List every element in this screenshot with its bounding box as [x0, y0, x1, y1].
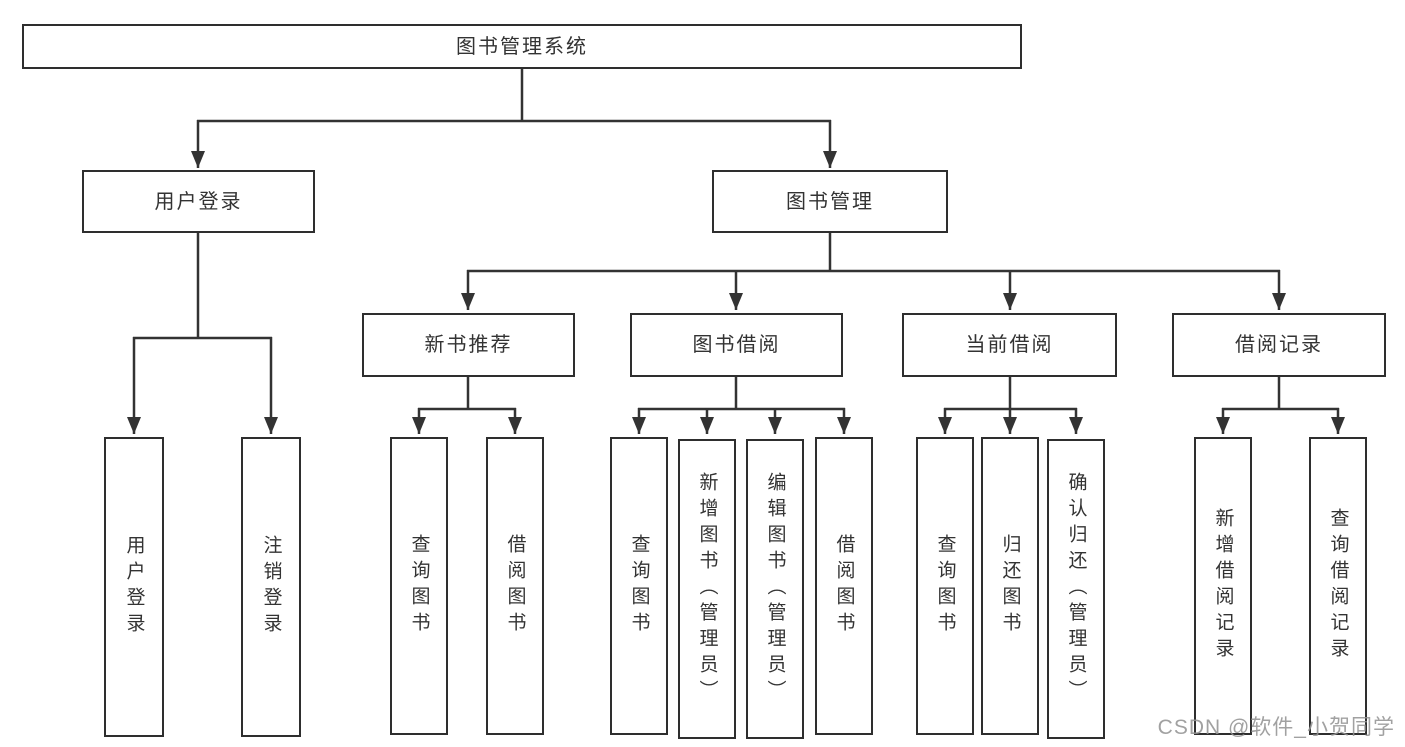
leaf-recommend-borrow-books: 借阅图书 — [486, 437, 544, 735]
leaf-current-return-books: 归还图书 — [981, 437, 1039, 735]
connector-recommend-leaves — [418, 377, 516, 411]
leaf-current-return-books-label: 归还图书 — [999, 534, 1021, 638]
leaf-recommend-query-books: 查询图书 — [390, 437, 448, 735]
leaf-current-query-books: 查询图书 — [916, 437, 974, 735]
node-root: 图书管理系统 — [22, 24, 1022, 69]
leaf-records-query-record: 查询借阅记录 — [1309, 437, 1367, 735]
leaf-borrow-add-books-admin: 新增图书（管理员） — [678, 439, 736, 739]
leaf-records-add-record: 新增借阅记录 — [1194, 437, 1252, 735]
leaf-borrow-edit-books-admin: 编辑图书（管理员） — [746, 439, 804, 739]
leaf-records-add-record-label: 新增借阅记录 — [1212, 508, 1234, 664]
leaf-current-confirm-return-admin: 确认归还（管理员） — [1047, 439, 1105, 739]
node-book-management: 图书管理 — [712, 170, 948, 233]
node-new-book-recommend: 新书推荐 — [362, 313, 575, 377]
connector-borrow-leaves — [638, 377, 845, 411]
node-current-borrow: 当前借阅 — [902, 313, 1117, 377]
node-user-login-label: 用户登录 — [154, 190, 243, 213]
node-user-login: 用户登录 — [82, 170, 315, 233]
leaf-borrow-query-books: 查询图书 — [610, 437, 668, 735]
node-book-borrow: 图书借阅 — [630, 313, 843, 377]
connector-records-leaves — [1222, 377, 1339, 411]
leaf-borrow-query-books-label: 查询图书 — [628, 534, 650, 638]
leaf-borrow-edit-books-admin-label: 编辑图书（管理员） — [764, 472, 786, 706]
leaf-user-login: 用户登录 — [104, 437, 164, 737]
node-book-borrow-label: 图书借阅 — [692, 334, 781, 356]
leaf-logout: 注销登录 — [241, 437, 301, 737]
leaf-borrow-borrow-books-label: 借阅图书 — [833, 534, 855, 638]
connector-current-leaves — [944, 377, 1077, 411]
leaf-current-confirm-return-admin-label: 确认归还（管理员） — [1065, 472, 1087, 706]
leaf-logout-label: 注销登录 — [260, 535, 282, 639]
leaf-records-query-record-label: 查询借阅记录 — [1327, 508, 1349, 664]
node-book-management-label: 图书管理 — [786, 190, 874, 213]
leaf-recommend-borrow-books-label: 借阅图书 — [504, 534, 526, 638]
leaf-borrow-add-books-admin-label: 新增图书（管理员） — [696, 472, 718, 706]
connector-bookmgmt-l3 — [467, 233, 1280, 273]
node-borrow-records-label: 借阅记录 — [1235, 334, 1323, 356]
connector-userlogin-leaves — [133, 233, 272, 340]
node-new-book-recommend-label: 新书推荐 — [424, 334, 513, 356]
leaf-recommend-query-books-label: 查询图书 — [408, 534, 430, 638]
leaf-borrow-borrow-books: 借阅图书 — [815, 437, 873, 735]
connector-root-l2 — [197, 69, 831, 123]
leaf-current-query-books-label: 查询图书 — [934, 534, 956, 638]
node-current-borrow-label: 当前借阅 — [965, 334, 1054, 356]
node-borrow-records: 借阅记录 — [1172, 313, 1386, 377]
node-root-label: 图书管理系统 — [456, 35, 588, 58]
leaf-user-login-label: 用户登录 — [123, 535, 145, 639]
